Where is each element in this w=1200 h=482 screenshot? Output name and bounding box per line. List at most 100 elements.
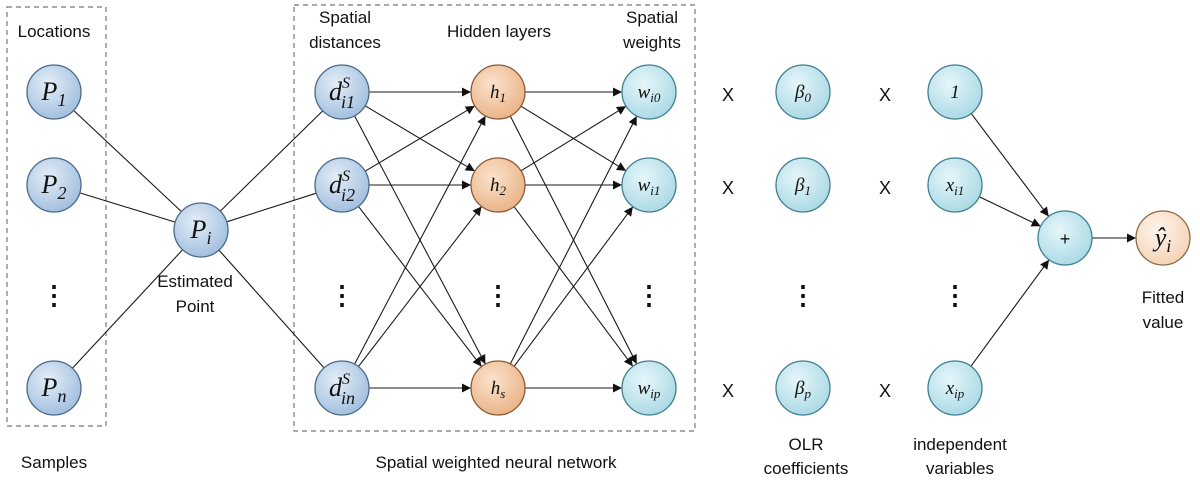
edge-distance-3-to-hidden-1 (354, 115, 486, 365)
coefficients-node-1-label: β0 (794, 82, 811, 105)
variables-node-1-circle (927, 64, 983, 120)
edge-sample-1-to-pi (73, 110, 182, 212)
weights-ellipsis: ⋮ (636, 280, 662, 310)
estimated-point-label-1: Estimated (157, 272, 233, 291)
edge-pi-to-distance-3 (218, 249, 325, 369)
times-sign-3: X (722, 381, 734, 401)
variables-node-2-circle (927, 157, 983, 213)
weights-node-1-label: wi0 (638, 82, 661, 105)
sum-node: + (1037, 210, 1093, 266)
edge-pi-to-distance-2 (226, 192, 317, 223)
hidden-node-1-label: h1 (490, 82, 506, 105)
weights-node-2: wi1 (621, 157, 677, 213)
edge-variable-1-to-sum (970, 113, 1050, 217)
network-label: Spatial weighted neural network (376, 453, 617, 472)
weights-node-1-circle (621, 64, 677, 120)
samples-node-1-label: P1 (41, 77, 67, 110)
samples-node-1: P1 (26, 64, 82, 120)
spatial-weights-label-2: weights (622, 33, 681, 52)
coefficients-node-1-circle (775, 64, 831, 120)
variables-node-1: 1 (927, 64, 983, 120)
hidden-node-1: h1 (470, 64, 526, 120)
estimated-point-node-label: Pi (190, 215, 212, 248)
variables-node-3: xip (927, 360, 983, 416)
coefficients-node-2-circle (775, 157, 831, 213)
hidden-layers-label: Hidden layers (447, 22, 551, 41)
fitted-value-node: ŷi (1135, 210, 1191, 266)
coefficients-node-3-label: βp (794, 378, 811, 401)
samples-label: Samples (21, 453, 87, 472)
hidden-node-3-circle (470, 360, 526, 416)
times-sign-5: X (879, 178, 891, 198)
edge-variable-2-to-sum (979, 196, 1041, 227)
weights-node-3-circle (621, 360, 677, 416)
hidden-node-3: hs (470, 360, 526, 416)
edges (71, 87, 1136, 393)
weights-node-2-label: wi1 (638, 175, 661, 198)
spatial-distances-label-1: Spatial (319, 8, 371, 27)
times-sign-2: X (722, 178, 734, 198)
coefficients-node-2: β1 (775, 157, 831, 213)
fitted-value-node-circle (1135, 210, 1191, 266)
hidden-node-2: h2 (470, 157, 526, 213)
samples-node-2-label: P2 (41, 170, 67, 203)
coefficients-node-3-circle (775, 360, 831, 416)
edge-variable-3-to-sum (970, 259, 1050, 367)
weights-node-2-circle (621, 157, 677, 213)
samples-node-3-circle (26, 360, 82, 416)
hidden-ellipsis: ⋮ (485, 280, 511, 310)
variables-node-1-label: 1 (950, 82, 960, 103)
variables-node-3-circle (927, 360, 983, 416)
edge-hidden-2-to-weight-1 (520, 105, 627, 172)
sum-node-circle (1037, 210, 1093, 266)
samples-node-3-label: Pn (41, 373, 67, 406)
edge-sample-3-to-pi (71, 249, 184, 369)
olr-label-2: coefficients (764, 459, 849, 478)
samples-node-1-circle (26, 64, 82, 120)
edge-distance-2-to-hidden-1 (364, 105, 476, 172)
olr-label-1: OLR (789, 435, 824, 454)
times-sign-1: X (722, 85, 734, 105)
weights-node-3: wip (621, 360, 677, 416)
hidden-node-2-circle (470, 157, 526, 213)
coefficients-ellipsis: ⋮ (790, 280, 816, 310)
estimated-point-node-circle (173, 202, 229, 258)
samples-ellipsis: ⋮ (41, 280, 67, 310)
coefficients-node-2-label: β1 (794, 175, 811, 198)
samples-node-2-circle (26, 157, 82, 213)
coefficients-node-3: βp (775, 360, 831, 416)
locations-label: Locations (18, 22, 91, 41)
weights-node-1: wi0 (621, 64, 677, 120)
fitted-value-label-2: value (1143, 313, 1184, 332)
variables-node-2-label: xi1 (945, 175, 965, 198)
times-sign-6: X (879, 381, 891, 401)
variables-ellipsis: ⋮ (942, 280, 968, 310)
samples-box (6, 6, 107, 427)
edge-hidden-3-to-weight-2 (513, 206, 634, 367)
variables-node-3-label: xip (945, 378, 965, 401)
hidden-node-3-label: hs (491, 378, 506, 401)
edge-hidden-3-to-weight-1 (509, 115, 638, 365)
independent-label-1: independent (913, 435, 1007, 454)
spatial-weights-label-1: Spatial (626, 8, 678, 27)
hidden-node-2-label: h2 (490, 175, 507, 198)
variables-node-2: xi1 (927, 157, 983, 213)
fitted-value-node-label: ŷi (1152, 223, 1172, 256)
edge-pi-to-distance-1 (219, 110, 324, 212)
distances-ellipsis: ⋮ (329, 280, 355, 310)
hidden-node-1-circle (470, 64, 526, 120)
estimated-point-node: Pi (173, 202, 229, 258)
distances-node-2-circle (314, 157, 370, 213)
plus-sign: + (1060, 229, 1071, 249)
distances-node-1-circle (314, 64, 370, 120)
fitted-value-label-1: Fitted (1142, 288, 1185, 307)
samples-node-3: Pn (26, 360, 82, 416)
edge-distance-3-to-hidden-2 (358, 206, 482, 367)
